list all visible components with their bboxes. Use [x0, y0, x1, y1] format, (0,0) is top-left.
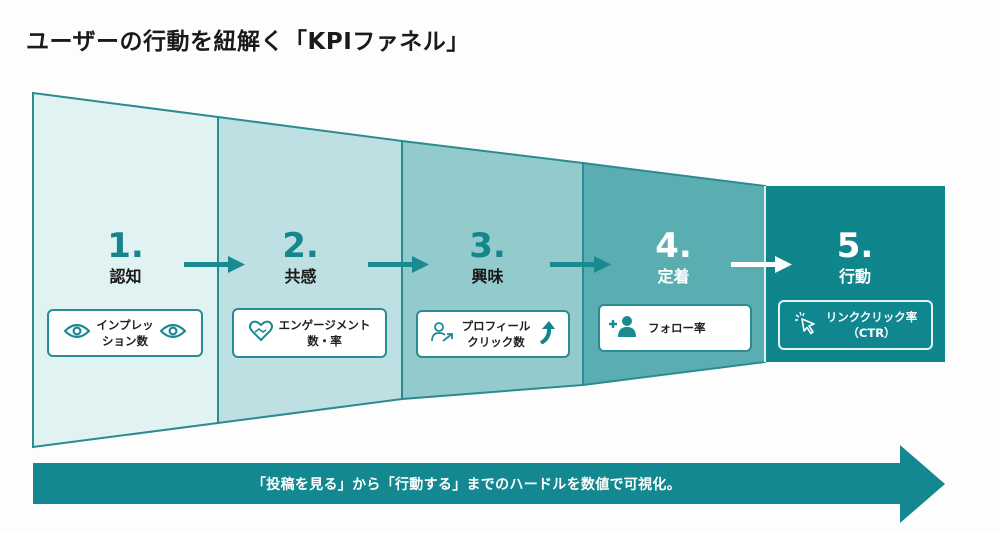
stage-3-number: 3. [469, 226, 506, 266]
user-arrow-icon [430, 321, 454, 347]
stage-1-number: 1. [107, 226, 144, 266]
kpi-5-line2: （CTR） [847, 326, 896, 340]
stage-1-heading: 1. 認知 [33, 228, 218, 288]
page-title: ユーザーの行動を紐解く「KPIファネル」 [26, 29, 470, 55]
stage-1-label: 認知 [109, 267, 142, 286]
kpi-3-line1: プロフィール [461, 319, 531, 333]
add-user-icon [608, 314, 638, 342]
kpi-box-follow-rate: フォロー率 [598, 304, 752, 352]
kpi-box-profile-clicks: プロフィール クリック数 [416, 310, 570, 358]
stage-2-heading: 2. 共感 [208, 228, 393, 288]
trend-up-arrow-icon [538, 320, 556, 348]
stage-4-label: 定着 [657, 267, 690, 286]
kpi-3-line2: クリック数 [467, 335, 525, 349]
arrow-1-to-2 [184, 256, 245, 273]
eye-icon [63, 323, 91, 343]
stage-3-heading: 3. 興味 [395, 228, 580, 288]
kpi-5-line1: リンククリック率 [825, 310, 918, 324]
stage-4-number: 4. [655, 226, 692, 266]
stage-2-label: 共感 [284, 267, 317, 286]
kpi-box-impressions: インプレッ ション数 [47, 309, 203, 357]
cursor-click-icon [794, 311, 818, 339]
stage-4-heading: 4. 定着 [581, 228, 766, 288]
kpi-4-line1: フォロー率 [648, 321, 706, 335]
stage-5-number: 5. [836, 226, 874, 266]
kpi-1-line1: インプレッ [96, 318, 154, 332]
stage-3-label: 興味 [471, 267, 504, 286]
kpi-2-line1: エンゲージメント [278, 318, 371, 332]
kpi-1-line2: ション数 [102, 334, 148, 348]
eye-icon [159, 323, 187, 343]
arrow-3-to-4 [550, 256, 611, 273]
stage-5-label: 行動 [838, 267, 871, 286]
bottom-arrow-caption: 「投稿を見る」から「行動する」までのハードルを数値で可視化。 [252, 476, 681, 493]
stage-5-heading: 5. 行動 [765, 228, 945, 288]
stage-2-number: 2. [282, 226, 319, 266]
kpi-box-engagement: エンゲージメント 数・率 [232, 308, 387, 358]
arrow-4-to-5 [731, 256, 792, 273]
arrow-2-to-3 [368, 256, 429, 273]
bottom-progress-arrow [33, 445, 945, 523]
heart-handshake-icon [248, 320, 273, 346]
kpi-box-ctr: リンククリック率 （CTR） [778, 300, 933, 350]
kpi-2-line2: 数・率 [307, 334, 342, 348]
